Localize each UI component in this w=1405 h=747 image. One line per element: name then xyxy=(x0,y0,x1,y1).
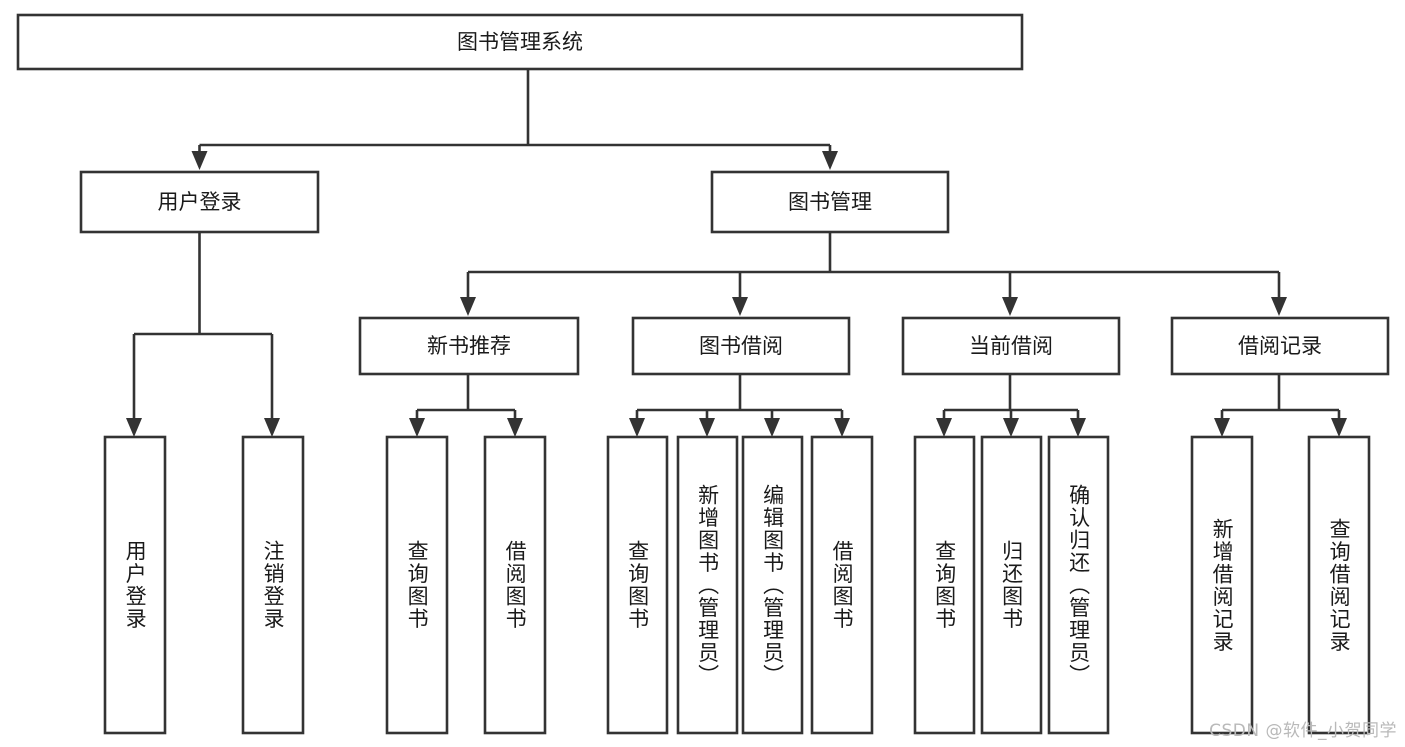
node-box-leaf-query-book-current[interactable] xyxy=(913,435,976,735)
node-label-current-borrow: 当前借阅 xyxy=(969,334,1053,358)
arrow-heads-group xyxy=(126,151,1347,437)
arrow-leaf-confirm-return xyxy=(1070,418,1086,437)
arrow-leaf-borrow-book xyxy=(834,418,850,437)
node-label-new-book-recommend: 新书推荐 xyxy=(427,334,511,358)
node-box-borrow-record[interactable] xyxy=(1170,316,1390,376)
node-box-leaf-query-borrow-record[interactable] xyxy=(1307,435,1371,735)
arrow-current-borrow xyxy=(1002,297,1018,316)
arrow-leaf-add-book xyxy=(699,418,715,437)
node-box-root[interactable] xyxy=(16,13,1024,71)
node-box-new-book-recommend[interactable] xyxy=(358,316,580,376)
arrow-leaf-query-record xyxy=(1331,418,1347,437)
node-box-leaf-borrow-book-recommend[interactable] xyxy=(483,435,547,735)
arrow-leaf-edit-book xyxy=(764,418,780,437)
node-box-leaf-query-book-borrow[interactable] xyxy=(606,435,669,735)
node-box-current-borrow[interactable] xyxy=(901,316,1121,376)
arrow-book-management xyxy=(822,151,838,170)
node-boxes-group xyxy=(16,13,1390,735)
arrow-leaf-add-record xyxy=(1214,418,1230,437)
node-box-leaf-borrow-book[interactable] xyxy=(810,435,874,735)
node-box-leaf-logout[interactable] xyxy=(241,435,305,735)
arrow-leaf-borrow-recommend xyxy=(507,418,523,437)
arrow-leaf-query-borrow xyxy=(629,418,645,437)
node-box-leaf-return-book[interactable] xyxy=(980,435,1043,735)
node-box-leaf-add-borrow-record[interactable] xyxy=(1190,435,1254,735)
arrow-borrow-record xyxy=(1271,297,1287,316)
node-box-book-management[interactable] xyxy=(710,170,950,234)
arrow-user-login xyxy=(191,151,208,170)
node-label-root: 图书管理系统 xyxy=(457,30,583,54)
node-box-leaf-query-book-recommend[interactable] xyxy=(385,435,449,735)
node-label-book-borrow: 图书借阅 xyxy=(699,334,783,358)
node-box-book-borrow[interactable] xyxy=(631,316,851,376)
node-box-leaf-add-book-admin[interactable] xyxy=(676,435,739,735)
node-label-borrow-record: 借阅记录 xyxy=(1238,334,1322,358)
arrow-leaf-user-login xyxy=(126,418,142,437)
watermark-text: CSDN @软件_小贺同学 xyxy=(1209,721,1397,741)
arrow-new-book-recommend xyxy=(460,297,476,316)
node-box-leaf-edit-book-admin[interactable] xyxy=(741,435,804,735)
arrow-leaf-return-book xyxy=(1003,418,1019,437)
node-label-book-management: 图书管理 xyxy=(788,190,872,214)
arrow-leaf-query-recommend xyxy=(409,418,425,437)
arrow-leaf-query-current xyxy=(936,418,952,437)
arrow-book-borrow xyxy=(732,297,748,316)
node-box-user-login[interactable] xyxy=(79,170,320,234)
node-label-user-login: 用户登录 xyxy=(158,190,242,214)
node-box-leaf-confirm-return-admin[interactable] xyxy=(1047,435,1110,735)
arrow-leaf-logout xyxy=(264,418,280,437)
node-box-leaf-user-login[interactable] xyxy=(103,435,167,735)
